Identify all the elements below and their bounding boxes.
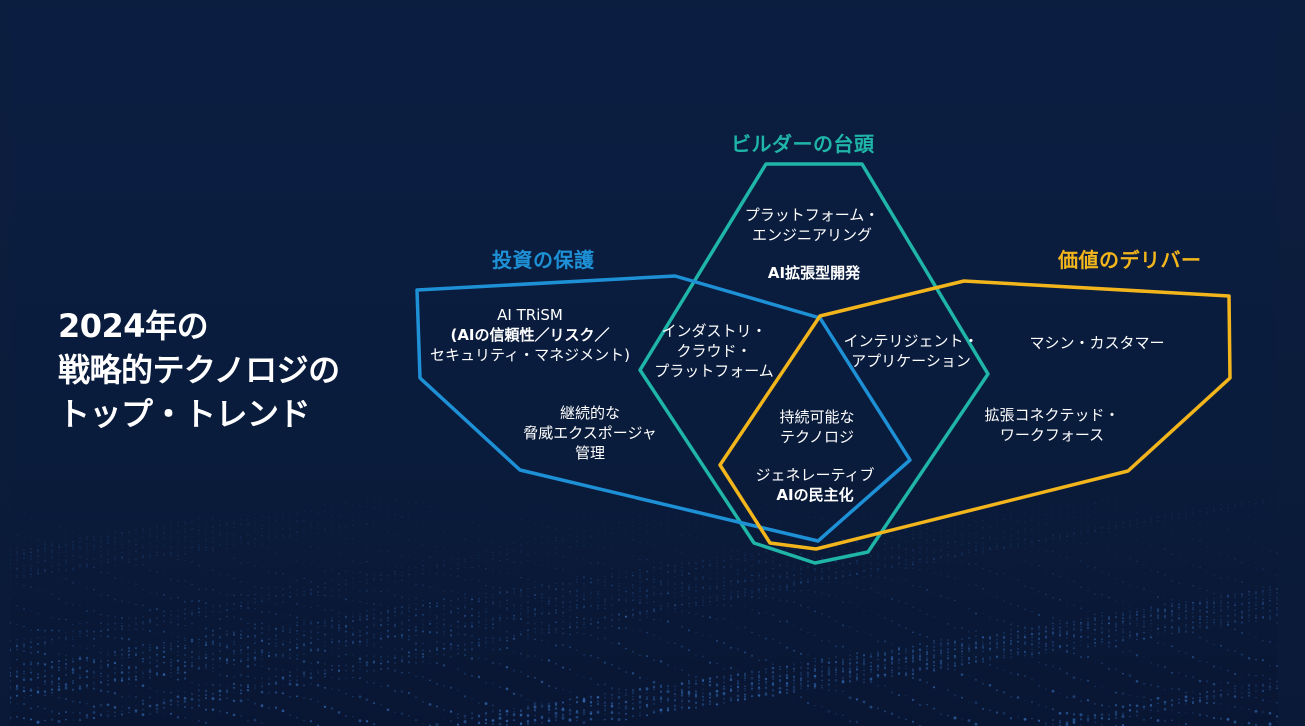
trend-ai-trism: AI TRiSM (AIの信頼性／リスク／ セキュリティ・マネジメント) [430,305,630,365]
trend-ai-augmented-dev: AI拡張型開発 [768,263,860,283]
trend-platform-engineering: プラットフォーム・ エンジニアリング [745,205,880,245]
trend-ctem-line3: 管理 [574,444,606,462]
trend-platform-engineering-line1: プラットフォーム・ [744,206,880,224]
trend-ctem-line2: 脅威エクスポージャ [523,424,657,442]
group-label-protect: 投資の保護 [492,248,595,272]
trend-intelligent-apps-line2: アプリケーション [851,352,971,370]
trend-connected-workforce-line2: ワークフォース [999,426,1105,444]
builders-hexagon [638,162,990,565]
trend-ai-trism-line3: セキュリティ・マネジメント) [430,346,630,364]
group-label-deliver: 価値のデリバー [1058,248,1202,272]
trend-genai-democratization-line2: AIの民主化 [776,486,854,504]
title-line-3: トップ・トレンド [58,395,311,433]
trend-ai-trism-line2: (AIの信頼性／リスク／ [450,326,610,344]
slide-title: 2024年の 戦略的テクノロジの トップ・トレンド [58,304,340,436]
trend-industry-cloud-line1: インダストリ・ [661,322,767,340]
slide-frame [10,8,1278,726]
trend-industry-cloud-line2: クラウド・ [676,342,752,360]
trend-platform-engineering-line2: エンジニアリング [751,226,872,244]
particle-wave-background [10,497,1278,726]
trend-industry-cloud: インダストリ・ クラウド・ プラットフォーム [654,321,774,381]
trend-industry-cloud-line3: プラットフォーム [654,362,774,380]
trend-ai-augmented-dev-line1: AI拡張型開発 [767,264,861,282]
trend-ctem-line1: 継続的な [559,404,621,422]
protect-shape [415,274,912,543]
trend-connected-workforce: 拡張コネクテッド・ ワークフォース [984,405,1119,445]
trend-genai-democratization: ジェネレーティブ AIの民主化 [755,465,874,505]
trend-sustainable-tech-line1: 持続可能な [779,408,855,426]
trend-intelligent-apps: インテリジェント・ アプリケーション [843,331,978,371]
trend-intelligent-apps-line1: インテリジェント・ [843,332,979,350]
trend-genai-democratization-line1: ジェネレーティブ [755,466,875,484]
title-line-1: 2024年の [58,307,209,345]
trend-ai-trism-line1: AI TRiSM [497,306,563,324]
deliver-shape [718,279,1232,551]
trend-sustainable-tech: 持続可能な テクノロジ [779,407,854,447]
trend-machine-customers: マシン・カスタマー [1029,333,1164,353]
trend-machine-customers-line1: マシン・カスタマー [1029,334,1165,352]
trend-ctem: 継続的な 脅威エクスポージャ 管理 [523,403,657,463]
trend-sustainable-tech-line2: テクノロジ [779,428,855,446]
title-line-2: 戦略的テクノロジの [58,351,340,389]
group-label-builders: ビルダーの台頭 [731,132,875,156]
trend-connected-workforce-line1: 拡張コネクテッド・ [984,406,1120,424]
